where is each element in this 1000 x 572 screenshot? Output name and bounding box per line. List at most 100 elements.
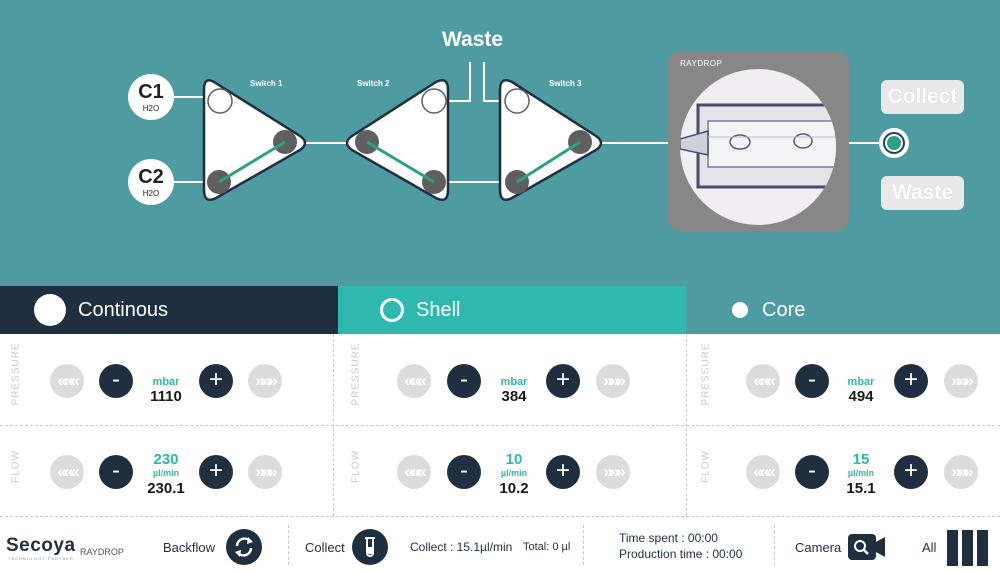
production-time: Production time : 00:00 <box>619 547 743 561</box>
camera-button[interactable] <box>848 534 886 560</box>
flow-setpoint: 230 <box>153 451 179 468</box>
fast-decrease-button[interactable]: ««« <box>397 364 431 398</box>
shell-pressure-control: PRESSURE ««« - mbar 384 + »»» <box>340 334 673 425</box>
increase-button[interactable]: + <box>894 364 928 398</box>
pressure-value: 494 <box>848 388 874 405</box>
brand-name: Secoya <box>6 535 76 556</box>
output-selector[interactable] <box>879 128 909 158</box>
radio-icon <box>34 294 66 326</box>
collect-label: Collect <box>305 540 345 555</box>
fast-decrease-button[interactable]: ««« <box>746 455 780 489</box>
pressure-unit: mbar <box>847 376 875 388</box>
decrease-button[interactable]: - <box>99 364 133 398</box>
fluidic-diagram: C1 H2O C2 H2O Switch 1 Switch 2 Switch 3… <box>0 0 1000 286</box>
collect-rate: Collect : 15.1µl/min <box>410 540 513 554</box>
fast-decrease-button[interactable]: ««« <box>50 455 84 489</box>
tab-shell-label: Shell <box>416 298 461 321</box>
increase-button[interactable]: + <box>546 455 580 489</box>
flow-axis-label: FLOW <box>350 450 362 483</box>
camera-label: RAYDROP <box>680 59 723 68</box>
video-camera-icon <box>848 534 885 560</box>
source-c2[interactable]: C2 H2O <box>128 159 174 205</box>
increase-button[interactable]: + <box>199 364 233 398</box>
droplet-chip-image <box>680 69 836 225</box>
footer-divider <box>774 525 775 565</box>
footer-divider <box>583 525 584 565</box>
switch-3[interactable] <box>498 79 603 201</box>
refresh-icon <box>235 537 253 557</box>
all-label: All <box>922 540 937 555</box>
tab-continous-label: Continous <box>78 298 169 321</box>
fast-decrease-button[interactable]: ««« <box>50 364 84 398</box>
fast-increase-button[interactable]: »»» <box>248 364 282 398</box>
selector-ring <box>883 132 905 154</box>
backflow-label: Backflow <box>163 540 216 555</box>
fast-increase-button[interactable]: »»» <box>944 455 978 489</box>
backflow-button[interactable] <box>226 529 262 565</box>
test-tube-icon <box>365 537 375 557</box>
all-columns-button[interactable] <box>946 530 990 566</box>
source-c1[interactable]: C1 H2O <box>128 74 174 120</box>
collect-output-button[interactable]: Collect <box>881 80 964 114</box>
flow-value: 15.1 <box>846 480 876 497</box>
increase-button[interactable]: + <box>546 364 580 398</box>
flow-axis-label: FLOW <box>700 450 712 483</box>
switch-1[interactable] <box>202 79 307 201</box>
product-name: RAYDROP <box>80 547 124 557</box>
decrease-button[interactable]: - <box>99 455 133 489</box>
flow-unit: µl/min <box>500 468 528 478</box>
flow-value: 10.2 <box>499 480 529 497</box>
status-footer: Secoya TECHNOLOGY PARTNER RAYDROP Backfl… <box>0 517 1000 572</box>
decrease-button[interactable]: - <box>447 364 481 398</box>
core-pressure-control: PRESSURE ««« - mbar 494 + »»» <box>690 334 1000 425</box>
fast-increase-button[interactable]: »»» <box>596 364 630 398</box>
flow-setpoint: 15 <box>852 451 870 468</box>
source-c2-sub: H2O <box>142 189 160 198</box>
tab-core[interactable]: Core <box>686 286 1000 334</box>
source-c1-sub: H2O <box>142 104 160 113</box>
waste-title: Waste <box>442 28 504 51</box>
increase-button[interactable]: + <box>894 455 928 489</box>
waste-output-button[interactable]: Waste <box>881 176 964 210</box>
decrease-button[interactable]: - <box>447 455 481 489</box>
source-c1-label: C1 <box>138 81 164 103</box>
fast-decrease-button[interactable]: ««« <box>746 364 780 398</box>
collect-button[interactable] <box>352 529 388 565</box>
decrease-button[interactable]: - <box>795 364 829 398</box>
tab-continous[interactable]: Continous <box>0 286 338 334</box>
switch-3-label: Switch 3 <box>549 79 582 88</box>
footer-divider <box>0 516 1000 517</box>
brand-tagline: TECHNOLOGY PARTNER <box>8 556 74 561</box>
collect-total: Total: 0 µl <box>523 541 571 553</box>
pressure-value: 384 <box>501 388 527 405</box>
fast-increase-button[interactable]: »»» <box>596 455 630 489</box>
fast-decrease-button[interactable]: ««« <box>397 455 431 489</box>
pressure-axis-label: PRESSURE <box>350 342 362 406</box>
footer-divider <box>288 525 289 565</box>
continous-flow-control: FLOW ««« - 230 µl/min 230.1 + »»» <box>0 425 333 516</box>
pressure-unit: mbar <box>152 376 180 388</box>
flow-axis-label: FLOW <box>10 450 22 483</box>
selector-dot <box>887 136 901 150</box>
tab-shell[interactable]: Shell <box>338 286 686 334</box>
tab-core-label: Core <box>762 298 806 321</box>
brand-logo: Secoya <box>6 535 76 557</box>
switch-1-label: Switch 1 <box>250 79 283 88</box>
radio-icon <box>380 298 404 322</box>
radio-icon <box>732 302 748 318</box>
pressure-value: 1110 <box>150 388 182 405</box>
switch-2-label: Switch 2 <box>357 79 390 88</box>
fast-increase-button[interactable]: »»» <box>944 364 978 398</box>
fast-increase-button[interactable]: »»» <box>248 455 282 489</box>
pressure-axis-label: PRESSURE <box>10 342 22 406</box>
camera-preview[interactable]: RAYDROP <box>668 51 849 231</box>
flow-unit: µl/min <box>152 468 180 478</box>
increase-button[interactable]: + <box>199 455 233 489</box>
switch-2[interactable] <box>345 79 450 201</box>
time-spent: Time spent : 00:00 <box>619 531 718 545</box>
decrease-button[interactable]: - <box>795 455 829 489</box>
continous-pressure-control: PRESSURE ««« - mbar 1110 + »»» <box>0 334 333 425</box>
pressure-unit: mbar <box>500 376 528 388</box>
pressure-axis-label: PRESSURE <box>700 342 712 406</box>
columns-icon <box>947 530 988 566</box>
